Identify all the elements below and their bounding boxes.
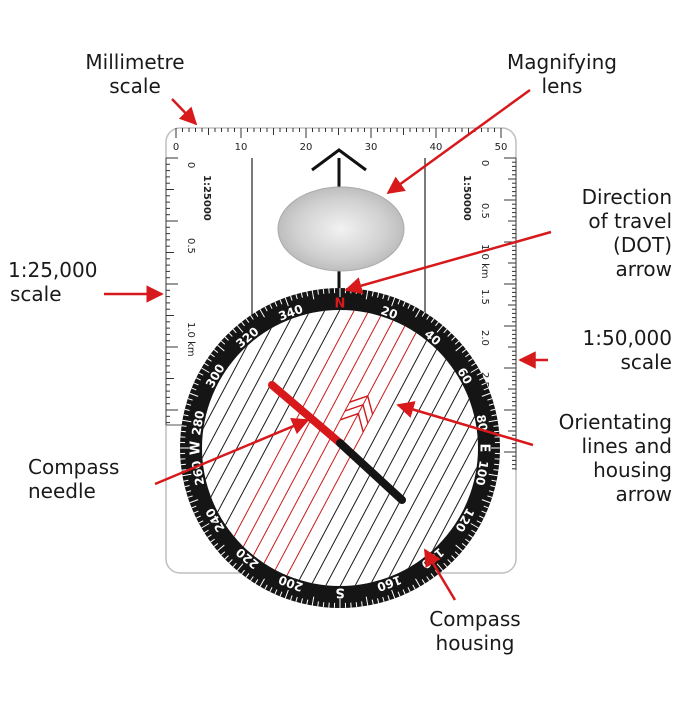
- label-magnifying-lens: Magnifying lens: [487, 50, 637, 98]
- mm-scale-number: 20: [300, 142, 313, 153]
- label-millimetre-scale: Millimetre scale: [60, 50, 210, 98]
- mm-scale-number: 30: [365, 142, 378, 153]
- right-scale-20: 2.0: [479, 330, 490, 346]
- bezel-tick: [323, 602, 324, 607]
- left-scale-05: 0.5: [185, 238, 196, 254]
- mm-scale-number: 0: [173, 142, 179, 153]
- label-compass-needle: Compass needle: [28, 455, 119, 503]
- left-scale-title: 1:25000: [201, 175, 212, 221]
- left-scale-1km: 1.0 km: [185, 322, 196, 357]
- bezel-tick: [318, 290, 319, 295]
- label-compass-housing: Compass housing: [400, 607, 550, 655]
- mm-scale-number: 10: [235, 142, 248, 153]
- left-scale-0: 0: [185, 162, 196, 168]
- label-scale-25000: 1:25,000 scale: [8, 258, 97, 306]
- bezel-tick: [182, 426, 187, 427]
- bezel-tick: [494, 431, 499, 432]
- right-scale-15: 1.5: [479, 289, 490, 305]
- mm-scale-number: 40: [430, 142, 443, 153]
- magnifying-lens: [278, 187, 404, 271]
- label-direction-of-travel: Direction of travel (DOT) arrow: [520, 185, 672, 281]
- bezel-tick: [493, 470, 498, 471]
- bezel-tick: [494, 464, 499, 465]
- bezel-cardinal-e: E: [477, 444, 492, 453]
- bezel-tick: [356, 289, 357, 294]
- bezel-tick: [181, 464, 186, 465]
- bezel-tick: [323, 289, 324, 294]
- bezel-tick: [356, 602, 357, 607]
- label-orientating-lines: Orientating lines and housing arrow: [520, 410, 672, 506]
- mm-scale-number: 50: [495, 142, 508, 153]
- bezel-tick: [362, 290, 363, 295]
- bezel-cardinal-w: W: [189, 441, 204, 455]
- bezel-cardinal-n: N: [335, 297, 346, 312]
- bezel-tick: [318, 601, 319, 606]
- right-scale-05: 0.5: [479, 203, 490, 219]
- bezel-tick: [362, 601, 363, 606]
- arrow-millimetre-scale: [172, 99, 196, 124]
- bezel-tick: [493, 426, 498, 427]
- right-scale-title: 1:50000: [461, 175, 472, 221]
- bezel-cardinal-s: S: [335, 585, 344, 600]
- bezel-tick: [181, 431, 186, 432]
- label-scale-50000: 1:50,000 scale: [520, 326, 672, 374]
- right-scale-0: 0: [479, 160, 490, 166]
